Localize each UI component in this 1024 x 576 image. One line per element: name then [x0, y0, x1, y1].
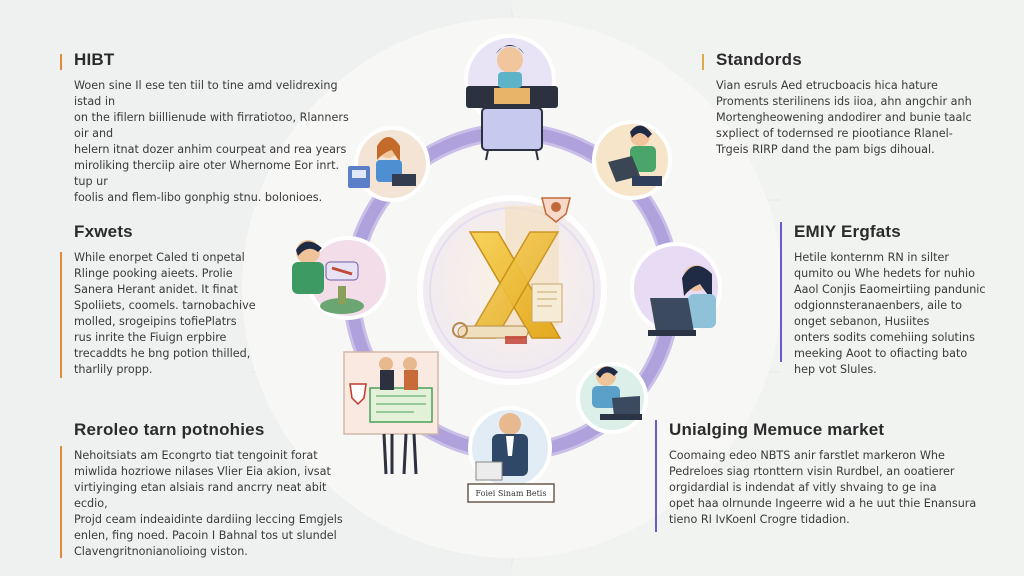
collaboration-panel — [343, 351, 439, 475]
section-emiy-ergfats: EMIY Ergfats Hetile konternm RN in silte… — [780, 222, 1010, 378]
section-body: While enorpet Caled ti onpetal Rlinge po… — [74, 251, 256, 376]
section-title: Standords — [716, 50, 802, 69]
section-title: Reroleo tarn potnohies — [74, 420, 265, 439]
scroll-icon — [452, 322, 529, 344]
section-accent-bar — [60, 446, 62, 558]
section-body: Coomaing edeo NBTS anir farstlet markero… — [669, 449, 977, 526]
nameplate-text: Foiei Sinam Betis — [476, 489, 547, 498]
node-top-person — [464, 34, 558, 161]
badge-icon — [541, 197, 571, 223]
section-body: Vian esruls Aed etrucboacis hica hature … — [716, 79, 972, 156]
section-title: EMIY Ergfats — [794, 222, 901, 241]
node-top-left-person — [348, 126, 430, 202]
section-reroleo: Reroleo tarn potnohies Nehoitsiats am Ec… — [60, 420, 360, 560]
document-icon — [531, 283, 563, 323]
section-hibt: HIBT Woen sine Il ese ten tiil to tine a… — [60, 50, 360, 206]
section-title: Fxwets — [74, 222, 133, 241]
section-body: Hetile konternm RN in silter qumito ou W… — [794, 251, 986, 376]
section-accent-bar — [60, 54, 62, 70]
nameplate — [467, 483, 555, 503]
node-bottom-right-person — [576, 362, 648, 434]
section-body: Nehoitsiats am Econgrto tiat tengoinit f… — [74, 449, 343, 558]
section-unialging: Unialging Memuce market Coomaing edeo NB… — [655, 420, 995, 532]
node-top-right-person — [592, 120, 672, 200]
section-accent-bar — [780, 222, 782, 362]
section-accent-bar — [655, 420, 657, 532]
section-accent-bar — [702, 54, 704, 70]
node-left-person — [292, 236, 390, 320]
node-right-person — [630, 242, 722, 336]
section-title: Unialging Memuce market — [669, 420, 885, 439]
section-body: Woen sine Il ese ten tiil to tine amd ve… — [74, 79, 349, 204]
section-standords: Standords Vian esruls Aed etrucboacis hi… — [702, 50, 1002, 158]
section-fxwets: Fxwets While enorpet Caled ti onpetal Rl… — [60, 222, 340, 378]
node-bottom-person: Foiei Sinam Betis — [467, 406, 555, 503]
section-accent-bar — [60, 252, 62, 378]
section-title: HIBT — [74, 50, 115, 69]
